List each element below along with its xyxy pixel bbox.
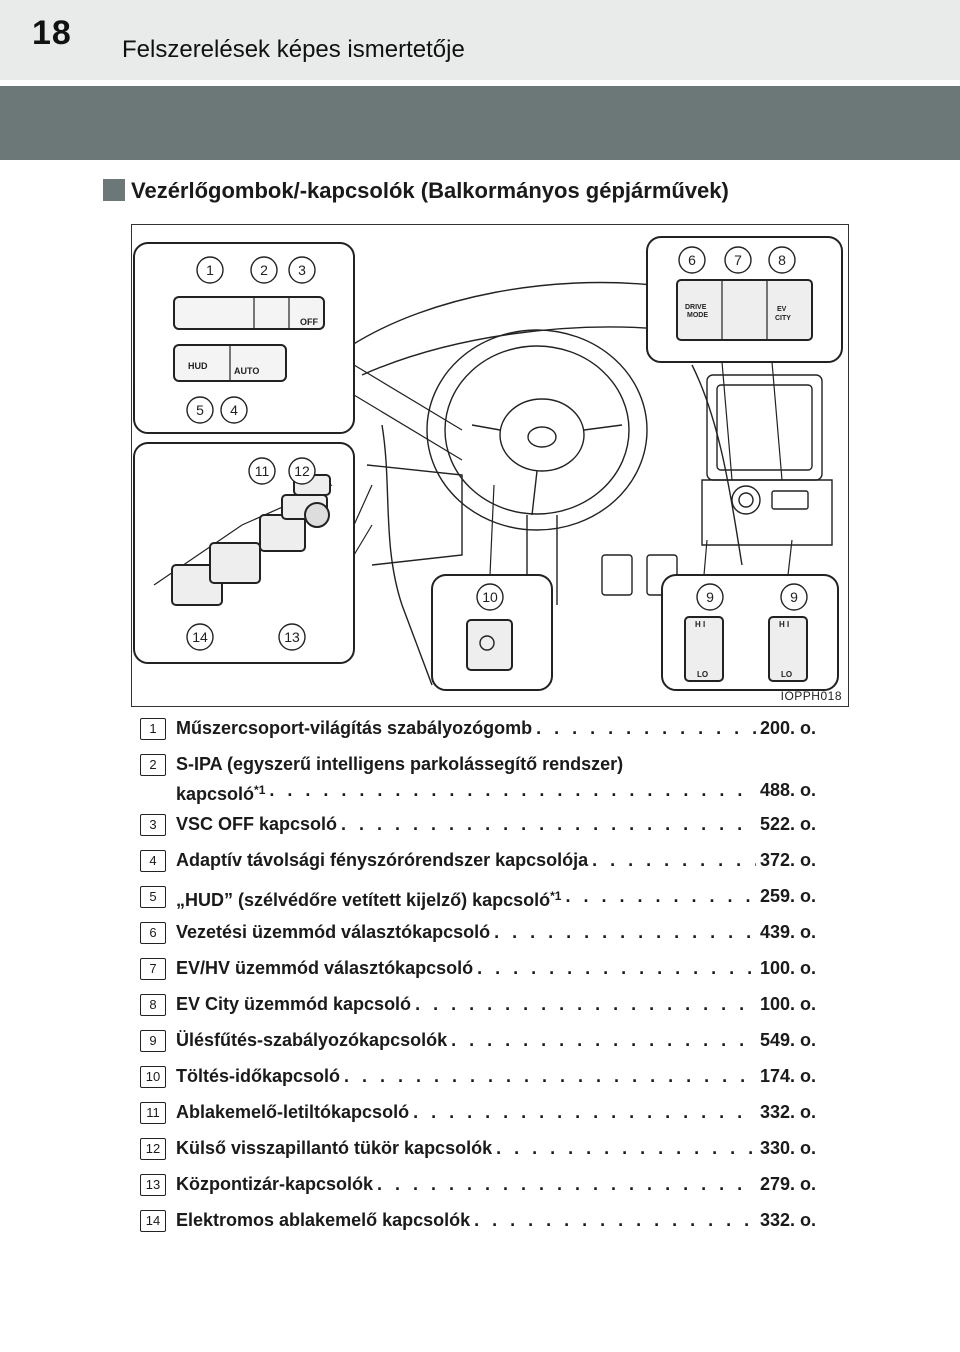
item-number: 1 — [140, 718, 166, 740]
item-page: 488. o. — [759, 780, 816, 800]
item-page: 174. o. — [759, 1066, 816, 1086]
auto-label: AUTO — [234, 366, 259, 376]
item-label: Ülésfűtés-szabályozókapcsolók — [176, 1030, 448, 1050]
item-number: 6 — [140, 922, 166, 944]
svg-text:H I: H I — [779, 620, 789, 629]
leader-dots: . . . . . . . . . . . . . . . . . . . . … — [494, 922, 756, 942]
callout-3: 3 — [298, 262, 306, 278]
figure-code: IOPPH018 — [780, 689, 842, 703]
leader-dots: . . . . . . . . . . . . . . . . . . . . … — [592, 850, 756, 870]
callout-14: 14 — [192, 629, 208, 645]
item-page: 332. o. — [759, 1210, 816, 1230]
callout-4: 4 — [230, 402, 238, 418]
callout-9b: 9 — [790, 589, 798, 605]
item-number: 9 — [140, 1030, 166, 1052]
leader-dots: . . . . . . . . . . . . . . . . . . . . … — [269, 780, 756, 800]
callout-7: 7 — [734, 252, 742, 268]
item-page: 522. o. — [759, 814, 816, 834]
leader-dots: . . . . . . . . . . . . . . . . . . . . … — [477, 958, 756, 978]
item-page: 259. o. — [759, 886, 816, 906]
header-strip — [0, 0, 960, 80]
page-number: 18 — [32, 14, 72, 52]
callout-6: 6 — [688, 252, 696, 268]
item-page: 332. o. — [759, 1102, 816, 1122]
callout-5: 5 — [196, 402, 204, 418]
item-page: 279. o. — [759, 1174, 816, 1194]
section-marker-icon — [103, 179, 125, 201]
item-page: 330. o. — [759, 1138, 816, 1158]
item-number: 8 — [140, 994, 166, 1016]
item-label: Ablakemelő-letiltókapcsoló — [176, 1102, 410, 1122]
item-number: 13 — [140, 1174, 166, 1196]
controls-illustration: HUD AUTO OFF DRIVE MODE EV — [131, 224, 849, 707]
dashboard-drawing: HUD AUTO OFF DRIVE MODE EV — [133, 236, 843, 691]
item-label: Műszercsoport-világítás szabályozógomb — [176, 718, 533, 738]
callout-12: 12 — [294, 463, 310, 479]
item-number: 11 — [140, 1102, 166, 1124]
item-number: 10 — [140, 1066, 166, 1088]
item-label: „HUD” (szélvédőre vetített kijelző) kapc… — [176, 889, 562, 910]
item-label: VSC OFF kapcsoló — [176, 814, 338, 834]
callout-1: 1 — [206, 262, 214, 278]
item-number: 2 — [140, 754, 166, 776]
item-number: 3 — [140, 814, 166, 836]
header-band — [0, 86, 960, 160]
callout-13: 13 — [284, 629, 300, 645]
callout-8: 8 — [778, 252, 786, 268]
leader-dots: . . . . . . . . . . . . . . . . . . . . … — [565, 886, 756, 906]
leader-dots: . . . . . . . . . . . . . . . . . . . . … — [451, 1030, 756, 1050]
item-number: 12 — [140, 1138, 166, 1160]
item-label-cont: kapcsoló*1 — [176, 783, 266, 804]
callout-2: 2 — [260, 262, 268, 278]
item-label: Elektromos ablakemelő kapcsolók — [176, 1210, 471, 1230]
leader-dots: . . . . . . . . . . . . . . . . . . . . … — [415, 994, 756, 1014]
svg-text:LO: LO — [697, 670, 708, 679]
section-title: Vezérlőgombok/-kapcsolók (Balkormányos g… — [103, 178, 729, 204]
item-page: 100. o. — [759, 994, 816, 1014]
item-label: EV City üzemmód kapcsoló — [176, 994, 412, 1014]
item-label: Központizár-kapcsolók — [176, 1174, 374, 1194]
item-page: 200. o. — [759, 718, 816, 738]
callout-11: 11 — [255, 463, 270, 479]
svg-text:H I: H I — [695, 620, 705, 629]
item-label: Adaptív távolsági fényszórórendszer kapc… — [176, 850, 589, 870]
item-page: 372. o. — [759, 850, 816, 870]
item-label: S-IPA (egyszerű intelligens parkolássegí… — [176, 754, 624, 774]
leader-dots: . . . . . . . . . . . . . . . . . . . . … — [474, 1210, 756, 1230]
item-label: EV/HV üzemmód választókapcsoló — [176, 958, 474, 978]
item-label: Töltés-időkapcsoló — [176, 1066, 341, 1086]
svg-text:CITY: CITY — [775, 315, 791, 322]
page-header-title: Felszerelések képes ismertetője — [122, 36, 465, 63]
leader-dots: . . . . . . . . . . . . . . . . . . . . … — [341, 814, 756, 834]
item-number: 14 — [140, 1210, 166, 1232]
leader-dots: . . . . . . . . . . . . . . . . . . . . … — [536, 718, 756, 738]
item-page: 100. o. — [759, 958, 816, 978]
svg-text:DRIVE: DRIVE — [685, 304, 707, 311]
callout-9a: 9 — [706, 589, 714, 605]
svg-text:OFF: OFF — [300, 317, 318, 327]
item-page: 549. o. — [759, 1030, 816, 1050]
item-number: 5 — [140, 886, 166, 908]
leader-dots: . . . . . . . . . . . . . . . . . . . . … — [496, 1138, 756, 1158]
svg-text:MODE: MODE — [687, 312, 708, 319]
leader-dots: . . . . . . . . . . . . . . . . . . . . … — [344, 1066, 756, 1086]
section-title-text: Vezérlőgombok/-kapcsolók (Balkormányos g… — [131, 178, 729, 203]
item-label: Külső visszapillantó tükör kapcsolók — [176, 1138, 493, 1158]
item-number: 7 — [140, 958, 166, 980]
svg-text:EV: EV — [777, 306, 787, 313]
item-number: 4 — [140, 850, 166, 872]
hud-label: HUD — [188, 361, 208, 371]
leader-dots: . . . . . . . . . . . . . . . . . . . . … — [413, 1102, 756, 1122]
item-label: Vezetési üzemmód választókapcsoló — [176, 922, 491, 942]
svg-text:LO: LO — [781, 670, 792, 679]
callout-10: 10 — [482, 589, 498, 605]
leader-dots: . . . . . . . . . . . . . . . . . . . . … — [377, 1174, 756, 1194]
item-page: 439. o. — [759, 922, 816, 942]
